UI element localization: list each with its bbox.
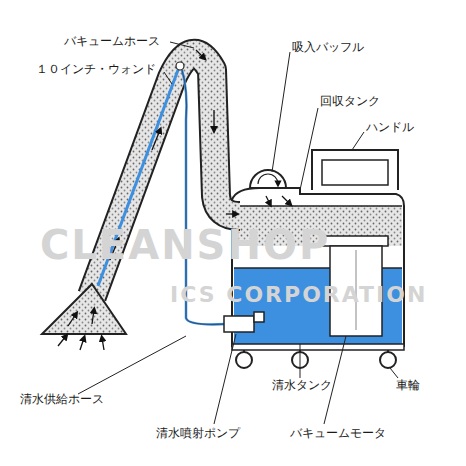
label: ハンドル [366, 120, 414, 134]
watermark: CLEANSHOP [40, 222, 330, 268]
watermark: ICS CORPORATION [170, 282, 427, 307]
label: １０インチ・ウォンド [36, 62, 156, 76]
label: バキュームモータ [290, 426, 386, 440]
label: バキュームホース [64, 34, 160, 48]
label: 吸入バッフル [292, 40, 364, 54]
label: 回収タンク [320, 94, 380, 108]
label: 清水タンク [272, 378, 332, 392]
label: 清水供給ホース [20, 392, 104, 406]
label: 清水噴射ポンプ [156, 426, 240, 440]
label: 車輪 [396, 378, 420, 392]
